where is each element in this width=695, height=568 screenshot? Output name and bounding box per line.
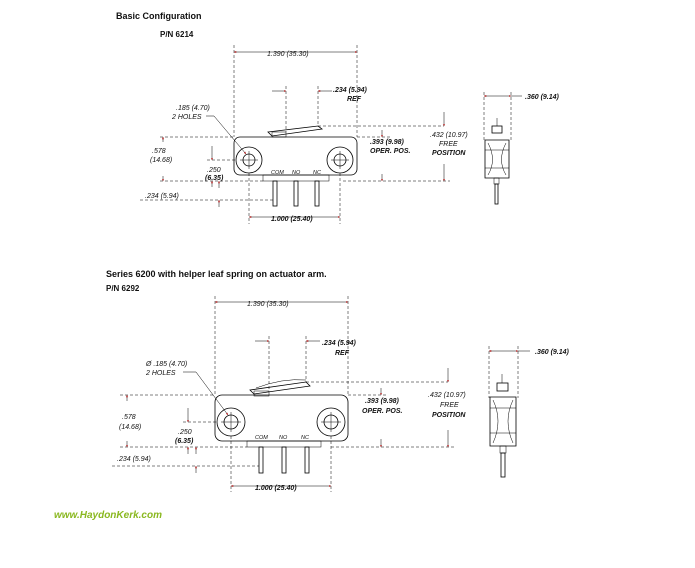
- terminal-nc: [304, 446, 310, 474]
- terminal-strip: [246, 440, 322, 448]
- label-no: NO: [279, 435, 288, 441]
- terminal-com: [272, 180, 278, 207]
- actuator-arm: [249, 381, 311, 395]
- side-terminal: [500, 452, 506, 478]
- actuator-ref-label: REF: [335, 350, 350, 357]
- oper-pos-label: OPER. POS.: [370, 148, 411, 155]
- actuator-ref-dim: .234 (5.94): [322, 340, 357, 347]
- free-pos-label-2: POSITION: [432, 150, 466, 157]
- holes-label: 2 HOLES: [171, 114, 202, 121]
- actuator-plunger: [271, 131, 287, 138]
- overall-width-dim: 1.390 (35.30): [247, 301, 289, 308]
- label-nc: NC: [301, 435, 309, 441]
- section-2-side-view: .360 (9.14): [488, 346, 570, 478]
- actuator-ref-label: REF: [347, 96, 362, 103]
- section-1-side-view: .360 (9.14): [483, 92, 560, 205]
- free-pos-dim: .432 (10.97): [430, 132, 468, 139]
- overall-width-dim: 1.390 (35.30): [267, 51, 309, 58]
- hole-offset-mm: (6.35): [175, 438, 194, 445]
- side-body: [489, 396, 517, 447]
- helper-leaf-spring: [255, 379, 307, 389]
- section-1-part-number: P/N 6214: [160, 30, 194, 39]
- oper-pos-dim: .393 (9.98): [365, 398, 400, 405]
- actuator-ref-dim: .234 (5.94): [333, 87, 368, 94]
- holes-label: 2 HOLES: [145, 370, 176, 377]
- side-body: [484, 139, 510, 179]
- bottom-offset-dim: .234 (5.94): [117, 456, 151, 463]
- side-actuator: [491, 125, 503, 134]
- side-width-dim: .360 (9.14): [525, 94, 560, 101]
- side-terminal: [494, 183, 499, 205]
- hole-spacing-dim: 1.000 (25.40): [271, 216, 313, 223]
- free-pos-dim: .432 (10.97): [428, 392, 466, 399]
- section-2-title: Series 6200 with helper leaf spring on a…: [106, 269, 327, 279]
- hole-spacing-dim: 1.000 (25.40): [255, 485, 297, 492]
- section-1-title: Basic Configuration: [116, 11, 202, 21]
- hole-offset-in: .250: [178, 429, 192, 436]
- bottom-offset-dim: .234 (5.94): [145, 193, 179, 200]
- free-pos-label-1: FREE: [440, 402, 459, 409]
- actuator-arm: [267, 125, 324, 137]
- hole-offset-mm: (6.35): [205, 175, 224, 182]
- hole-offset-in: .250: [207, 167, 221, 174]
- side-actuator: [496, 382, 509, 392]
- side-width-dim: .360 (9.14): [535, 349, 570, 356]
- label-com: COM: [255, 435, 268, 441]
- total-height-mm: (14.68): [119, 424, 141, 431]
- total-height-in: .578: [122, 414, 136, 421]
- section-2-part-number: P/N 6292: [106, 284, 140, 293]
- oper-pos-label: OPER. POS.: [362, 408, 403, 415]
- terminal-com: [258, 446, 264, 474]
- section-2-front-view: COM NO NC 1.390 (35.30) .234 (5.94) REF …: [112, 296, 466, 492]
- free-pos-label-1: FREE: [439, 141, 458, 148]
- holes-dim: .185 (4.70): [176, 105, 210, 112]
- terminal-no: [281, 446, 287, 474]
- oper-pos-dim: .393 (9.98): [370, 139, 405, 146]
- terminal-no: [293, 180, 299, 207]
- section-1-front-view: COM NO NC 1.390 (35.30) .234 (5.94) REF …: [140, 45, 468, 224]
- label-com: COM: [271, 170, 284, 176]
- total-height-mm: (14.68): [150, 157, 172, 164]
- actuator-plunger: [253, 390, 270, 397]
- label-nc: NC: [313, 170, 321, 176]
- holes-dim: Ø .185 (4.70): [145, 361, 187, 368]
- terminal-nc: [314, 180, 320, 207]
- website-link[interactable]: www.HaydonKerk.com: [54, 510, 162, 521]
- free-pos-label-2: POSITION: [432, 412, 466, 419]
- label-no: NO: [292, 170, 301, 176]
- total-height-in: .578: [152, 148, 166, 155]
